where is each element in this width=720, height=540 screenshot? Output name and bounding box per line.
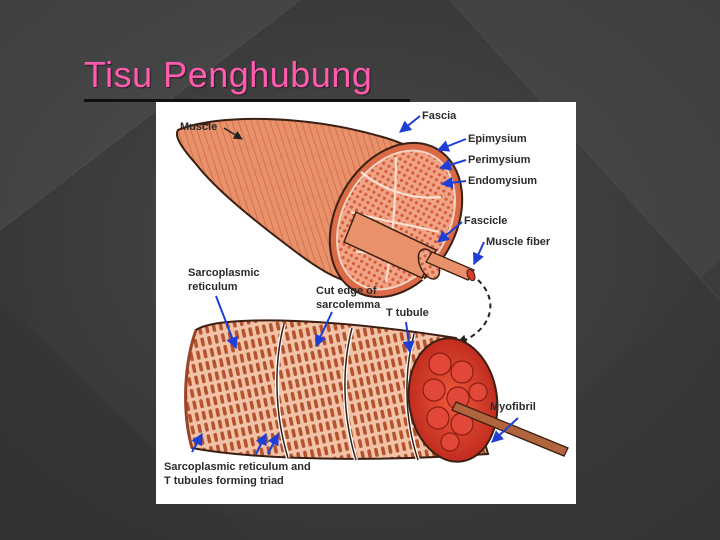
myofibril-face xyxy=(407,337,569,463)
label-fascia: Fascia xyxy=(422,110,457,122)
label-cut-edge-2: sarcolemma xyxy=(316,299,381,311)
arrow-fascia xyxy=(399,115,421,133)
label-muscle-fiber: Muscle fiber xyxy=(486,236,551,248)
arrow-muscle xyxy=(223,127,243,140)
arrow-fascicle xyxy=(437,221,463,243)
arrow-t-tubule xyxy=(402,321,415,354)
arrow-muscle-fiber xyxy=(473,241,485,266)
arrow-triad-3 xyxy=(267,432,279,455)
label-cut-edge-1: Cut edge of xyxy=(316,285,377,297)
arrow-endomysium xyxy=(440,176,467,189)
muscle-fiber-strand xyxy=(425,251,476,282)
arrow-triad-2 xyxy=(255,432,267,455)
label-triad-2: T tubules forming triad xyxy=(164,475,284,487)
arrow-sarcoplasmic-reticulum xyxy=(215,295,238,350)
muscle-anatomy-diagram: Muscle Fascia Epimysium Perimysium Endom… xyxy=(164,110,569,487)
slide-title: Tisu Penghubung xyxy=(84,54,373,95)
arrow-triad-1 xyxy=(191,432,203,453)
label-fascicle: Fascicle xyxy=(464,215,507,227)
label-perimysium: Perimysium xyxy=(468,154,531,166)
title-underline xyxy=(84,99,410,102)
label-myofibril: Myofibril xyxy=(490,401,536,413)
arrow-cut-edge xyxy=(315,311,333,348)
label-t-tubule: T tubule xyxy=(386,307,429,319)
zoom-connector xyxy=(454,279,492,347)
arrow-myofibril xyxy=(491,417,519,443)
label-endomysium: Endomysium xyxy=(468,175,537,187)
myofibril-rod xyxy=(451,401,569,457)
label-sarcoplasmic-reticulum-1: Sarcoplasmic xyxy=(188,267,260,279)
arrow-epimysium xyxy=(436,138,467,152)
muscle-anatomy-figure: Muscle Fascia Epimysium Perimysium Endom… xyxy=(156,102,576,504)
label-triad-1: Sarcoplasmic reticulum and xyxy=(164,461,311,473)
label-epimysium: Epimysium xyxy=(468,133,527,145)
label-sarcoplasmic-reticulum-2: reticulum xyxy=(188,281,238,293)
label-muscle: Muscle xyxy=(180,121,217,133)
arrow-perimysium xyxy=(438,159,467,171)
